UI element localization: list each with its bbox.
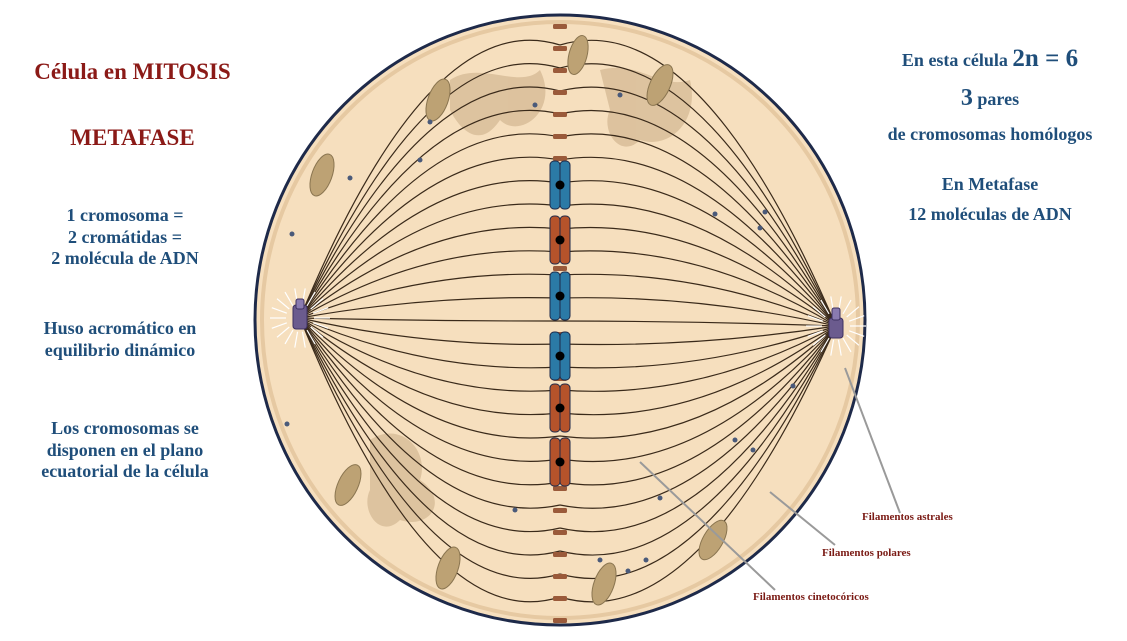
- plate-marker: [553, 68, 567, 73]
- plate-marker: [553, 618, 567, 623]
- plate-marker: [553, 552, 567, 557]
- plate-marker: [553, 486, 567, 491]
- label-kinetochore-filaments: Filamentos cinetocóricos: [753, 591, 869, 603]
- plate-marker: [553, 90, 567, 95]
- plate-marker: [553, 266, 567, 271]
- label-astral-filaments: Filamentos astrales: [862, 511, 953, 523]
- plate-marker: [553, 112, 567, 117]
- chromosome: [550, 161, 570, 209]
- plate-marker: [553, 596, 567, 601]
- plate-marker: [553, 46, 567, 51]
- plate-marker: [553, 24, 567, 29]
- chromosome: [550, 438, 570, 486]
- plate-marker: [553, 530, 567, 535]
- plate-marker: [553, 508, 567, 513]
- label-polar-filaments: Filamentos polares: [822, 547, 911, 559]
- plate-marker: [553, 134, 567, 139]
- chromosome: [550, 384, 570, 432]
- plate-marker: [553, 156, 567, 161]
- chromosome: [550, 272, 570, 320]
- chromosome: [550, 216, 570, 264]
- plate-marker: [553, 574, 567, 579]
- chromosome: [550, 332, 570, 380]
